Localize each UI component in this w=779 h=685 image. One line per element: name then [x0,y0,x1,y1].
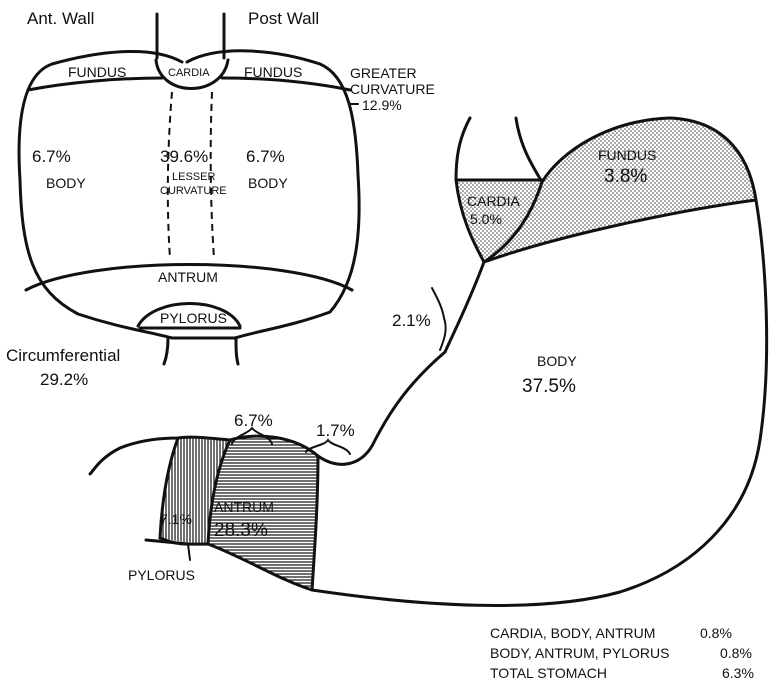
greater-curvature-label-1: GREATER [350,65,417,81]
body-left-value: 6.7% [32,147,71,166]
summary-list: CARDIA, BODY, ANTRUM 0.8% BODY, ANTRUM, … [490,625,754,681]
cardia-region-value: 5.0% [470,211,502,227]
body-region-label: BODY [537,353,577,369]
cardia-region-label: CARDIA [467,193,521,209]
summary-row-label: BODY, ANTRUM, PYLORUS [490,645,669,661]
post-wall-label: Post Wall [248,9,319,28]
pylorus-pointer [188,544,190,560]
lesser-curvature-label-2: CURVATURE [160,185,227,197]
greater-curvature-label-2: CURVATURE [350,81,435,97]
lesser-curve-bracket [432,288,446,350]
body-lesser-value: 1.7% [316,421,355,440]
lesser-curve-value: 2.1% [392,311,431,330]
opened-stomach-map: Ant. Wall Post Wall FUNDUS CARDIA FUNDUS… [6,9,435,389]
summary-row-label: CARDIA, BODY, ANTRUM [490,625,655,641]
antrum-lesser-value: 6.7% [234,411,273,430]
pylorus-label: PYLORUS [160,310,227,326]
antrum-region-label: ANTRUM [214,499,274,515]
greater-curvature-value: 12.9% [362,97,402,113]
body-left-label: BODY [46,175,86,191]
body-region-value: 37.5% [522,376,576,397]
body-right-value: 6.7% [246,147,285,166]
summary-row-value: 6.3% [722,665,754,681]
summary-row-label: TOTAL STOMACH [490,665,607,681]
antrum-label: ANTRUM [158,269,218,285]
summary-row-value: 0.8% [720,645,752,661]
cardia-label: CARDIA [168,67,210,79]
duodenum-left-edge [164,338,168,364]
body-right-label: BODY [248,175,288,191]
pylorus-region-label: PYLORUS [128,567,195,583]
ant-wall-label: Ant. Wall [27,9,94,28]
fundus-left-label: FUNDUS [68,64,126,80]
antrum-region-value: 28.3% [214,520,268,541]
fundus-region-value: 3.8% [604,166,647,187]
fundus-right-label: FUNDUS [244,64,302,80]
circumferential-label: Circumferential [6,346,120,365]
circumferential-value: 29.2% [40,370,88,389]
lesser-curvature-label-1: LESSER [172,171,215,183]
stomach-body-outline [90,118,484,474]
lesser-curvature-value: 39.6% [160,147,208,166]
pylorus-region-value: 7.1% [160,511,192,527]
fundus-region-label: FUNDUS [598,147,656,163]
duodenum-right-edge [236,338,238,364]
summary-row-value: 0.8% [700,625,732,641]
